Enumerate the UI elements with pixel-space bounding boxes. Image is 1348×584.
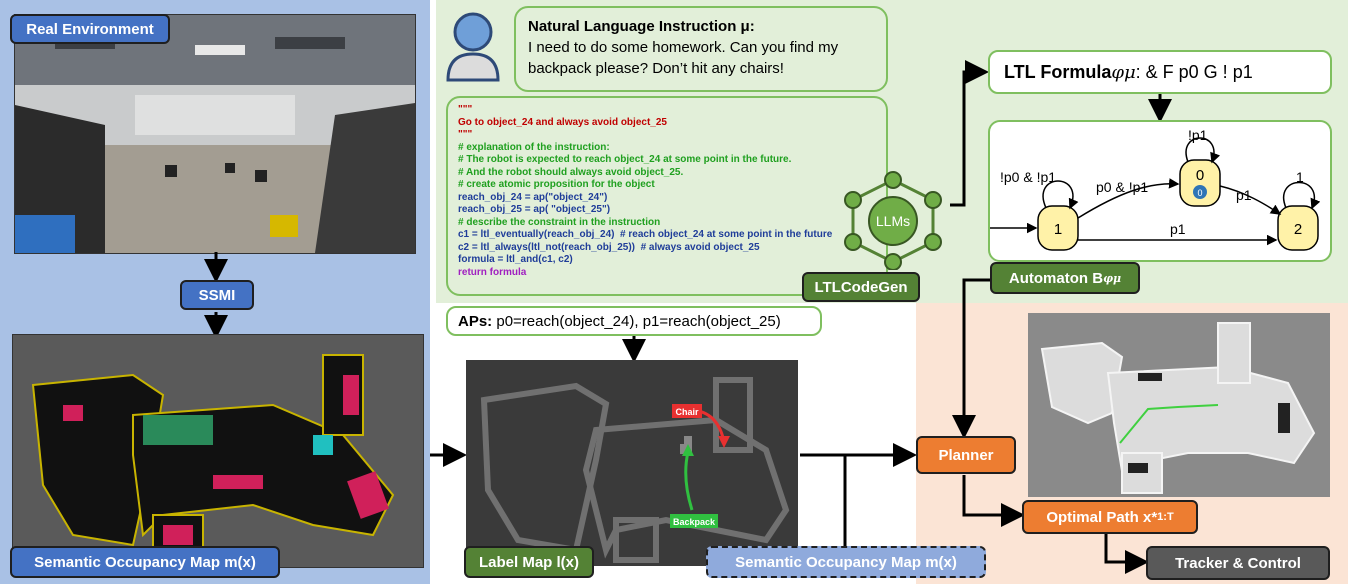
code-line: Go to object_24 and always avoid object_…: [458, 116, 667, 128]
real-environment-photo: [14, 14, 416, 254]
aps-text: p0=reach(object_24), p1=reach(object_25): [492, 312, 781, 330]
atomic-propositions-box: APs: p0=reach(object_24), p1=reach(objec…: [446, 306, 822, 336]
ssmi-tag: SSMI: [180, 280, 254, 310]
automaton-subscript: φμ: [1103, 271, 1122, 285]
edge-label-1-to-2: p1: [1170, 221, 1186, 237]
code-line: # explanation of the instruction:: [458, 141, 610, 153]
edge-label-self-1: !p0 & !p1: [1000, 169, 1056, 185]
ltl-formula-text: : & F p0 G ! p1: [1135, 61, 1253, 82]
real-environment-tag: Real Environment: [10, 14, 170, 44]
backpack-label: Backpack: [673, 517, 716, 527]
llms-icon: LLMs: [838, 170, 948, 271]
code-line: c2 = ltl_always(ltl_not(reach_obj_25)) #…: [458, 241, 760, 253]
edge-label-0-to-2: p1: [1236, 187, 1252, 203]
state-0-label: 0: [1196, 167, 1204, 184]
label-map-tag: Label Map l(x): [464, 546, 594, 578]
code-line: return formula: [458, 266, 527, 278]
user-icon: [444, 10, 502, 84]
code-line: # create atomic proposition for the obje…: [458, 179, 655, 190]
llms-label: LLMs: [876, 213, 910, 229]
edge-label-1-to-0: p0 & !p1: [1096, 179, 1148, 195]
instruction-title: Natural Language Instruction μ:: [528, 18, 755, 35]
label-map-image: Chair Backpack: [466, 360, 798, 566]
semantic-occupancy-map-image: [12, 334, 424, 568]
tracker-control-tag: Tracker & Control: [1146, 546, 1330, 580]
instruction-bubble: Natural Language Instruction μ: I need t…: [514, 6, 888, 92]
automaton-diagram: 1 0 2 0 !p0 & !p1 p0 & !p1 !p1 p1 1 p1: [988, 120, 1332, 262]
code-line: reach_obj_24 = ap("object_24"): [458, 191, 608, 203]
code-line: # And the robot should always avoid obje…: [458, 166, 684, 178]
semantic-occupancy-map-tag-2: Semantic Occupancy Map m(x): [706, 546, 986, 578]
code-line: # describe the constraint in the instruc…: [458, 216, 661, 228]
state-2-label: 2: [1294, 221, 1302, 238]
code-line: c1 = ltl_eventually(reach_obj_24) # reac…: [458, 229, 833, 240]
code-line: """: [458, 104, 473, 115]
instruction-text: I need to do some homework. Can you find…: [528, 39, 839, 77]
ltl-formula-box: LTL Formula φμ : & F p0 G ! p1: [988, 50, 1332, 94]
code-line: """: [458, 129, 473, 140]
code-line: formula = ltl_and(c1, c2): [458, 254, 573, 265]
optimal-path-subscript: 1:T: [1157, 511, 1174, 523]
automaton-tag: Automaton B φμ: [990, 262, 1140, 294]
ltl-formula-prefix: LTL Formula: [1004, 61, 1112, 82]
ltl-formula-symbol: φμ: [1111, 61, 1136, 83]
edge-label-self-2: 1: [1296, 169, 1304, 185]
planner-tag: Planner: [916, 436, 1016, 474]
code-line: # The robot is expected to reach object_…: [458, 154, 792, 165]
semantic-occupancy-map-tag: Semantic Occupancy Map m(x): [10, 546, 280, 578]
optimal-path-tag: Optimal Path x* 1:T: [1022, 500, 1198, 534]
state-1-label: 1: [1054, 221, 1062, 238]
ltl-code-block: """Go to object_24 and always avoid obje…: [446, 96, 888, 296]
planning-map-image: [1028, 313, 1330, 497]
edge-label-self-0: !p1: [1188, 127, 1208, 143]
ltl-codegen-tag: LTLCodeGen: [802, 272, 920, 302]
code-line: reach_obj_25 = ap( "object_25"): [458, 204, 611, 215]
chair-label: Chair: [675, 407, 699, 417]
aps-label: APs:: [458, 312, 493, 330]
accepting-marker: 0: [1197, 188, 1202, 198]
